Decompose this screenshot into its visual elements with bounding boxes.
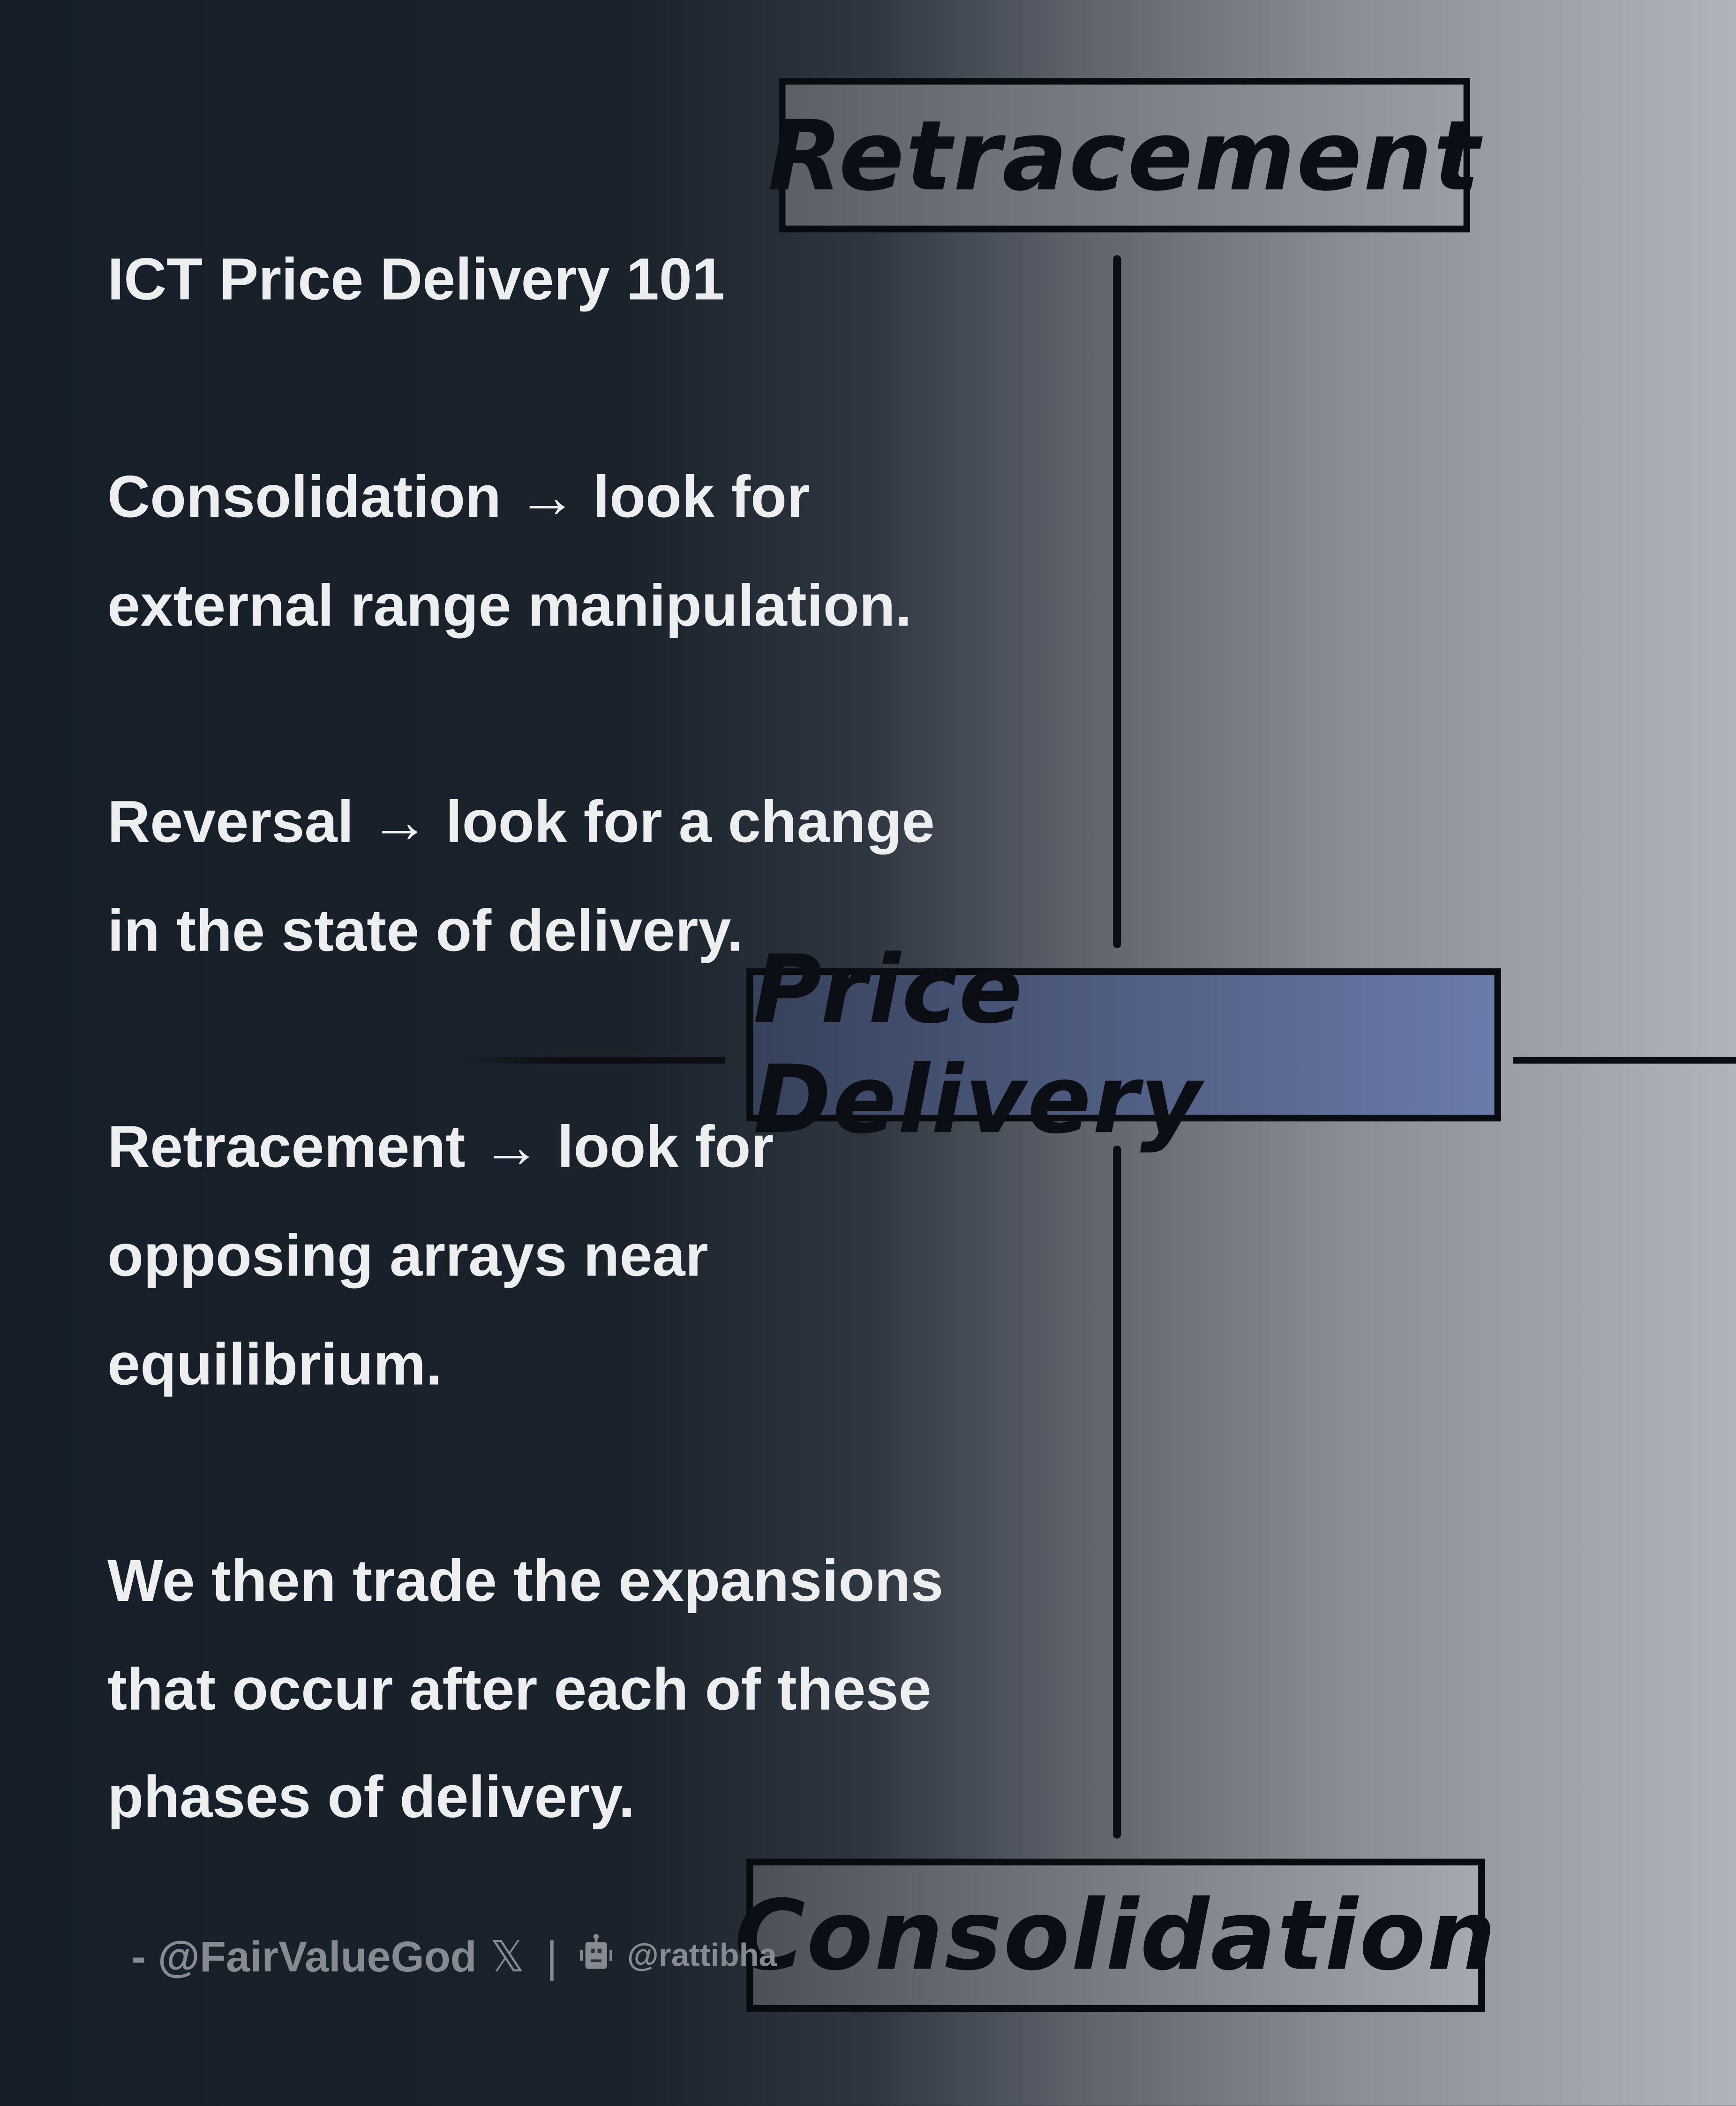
text-line: equilibrium. <box>107 1332 443 1398</box>
connector-right <box>1513 1057 1736 1064</box>
text-line: external range manipulation. <box>107 573 912 640</box>
separator: | <box>546 1932 557 1980</box>
price-delivery-box: Price Delivery <box>746 935 1501 1155</box>
text-line: that occur after each of these <box>107 1657 932 1723</box>
author-handle[interactable]: - @FairValueGod <box>131 1932 477 1980</box>
watermark: @rattibha <box>627 1938 777 1974</box>
connector-top <box>1113 255 1121 948</box>
text-line: Consolidation → look for <box>107 464 810 531</box>
consolidation-box: Consolidation <box>734 1858 1496 2012</box>
text-line: opposing arrays near <box>107 1223 708 1290</box>
retracement-box: Retracement <box>768 78 1480 233</box>
text-line: Reversal → look for a change <box>107 789 935 856</box>
text-line: in the state of delivery. <box>107 898 744 965</box>
connector-left <box>456 1057 725 1064</box>
post-title: ICT Price Delivery 101 <box>107 247 725 313</box>
attribution-footer: - @FairValueGod 𝕏 | @rattibha <box>132 1931 777 1982</box>
robot-icon <box>579 1932 614 1982</box>
text-line: Retracement → look for <box>107 1115 774 1181</box>
text-line: We then trade the expansions <box>107 1548 944 1615</box>
text-line: phases of delivery. <box>107 1765 635 1831</box>
connector-bottom <box>1113 1145 1121 1839</box>
x-logo-icon: 𝕏 <box>490 1931 525 1983</box>
